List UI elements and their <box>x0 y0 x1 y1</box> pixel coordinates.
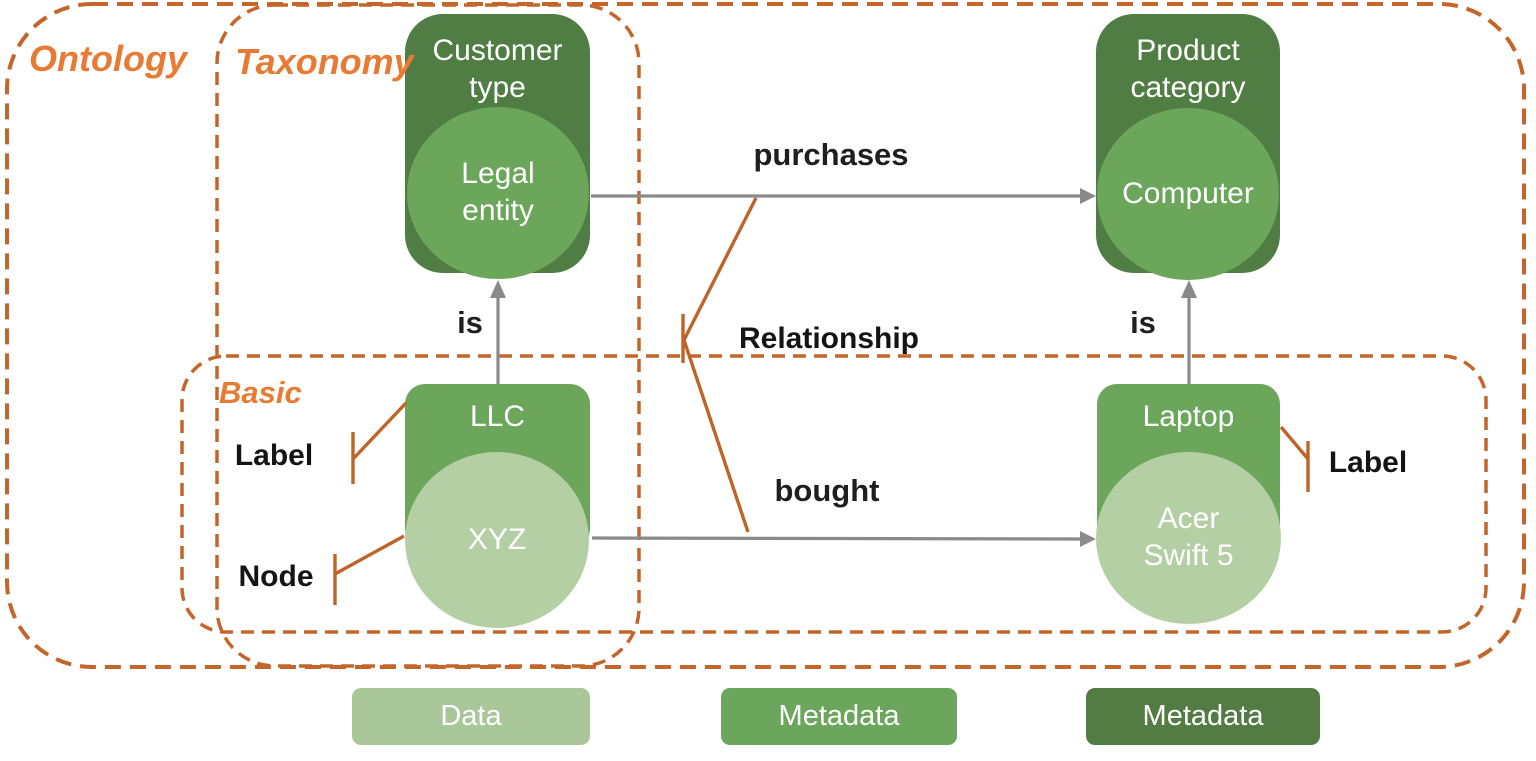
node-xyz: XYZ <box>405 452 589 628</box>
ontology-region-label: Ontology <box>29 38 187 79</box>
is-left-edge-label: is <box>457 305 483 340</box>
label-annotation-left: Label <box>234 439 314 472</box>
legend-data-label: Data <box>440 700 502 732</box>
node-acer-swift-5-label: Acer Swift 5 <box>1143 502 1234 572</box>
node-product-category-label: Product category <box>1130 34 1246 104</box>
legend-metadata-dark-label: Metadata <box>1142 700 1264 732</box>
node-computer-label: Computer <box>1122 176 1254 210</box>
relationship-annotation-label: Relationship <box>738 322 920 355</box>
taxonomy-region-label: Taxonomy <box>235 41 414 82</box>
legend-data-swatch: Data <box>352 688 590 745</box>
node-computer: Computer <box>1097 108 1279 280</box>
node-pointer <box>333 534 405 605</box>
node-legal-entity: Legal entity <box>407 107 589 279</box>
label-annotation-right: Label <box>1328 446 1408 479</box>
node-legal-entity-label: Legal entity <box>461 157 535 227</box>
basic-region-label: Basic <box>219 375 302 410</box>
legend-metadata-mid-label: Metadata <box>778 700 900 732</box>
node-customer-type-label: Customer type <box>432 34 563 104</box>
purchases-edge-label: purchases <box>753 137 909 172</box>
node-acer-swift-5: Acer Swift 5 <box>1096 452 1281 624</box>
legend-metadata-dark-swatch: Metadata <box>1086 688 1320 745</box>
label-right-pointer <box>1279 425 1310 492</box>
node-laptop-label: Laptop <box>1142 400 1235 433</box>
bought-edge-label: bought <box>774 473 880 508</box>
purchases-arrow <box>591 188 1096 204</box>
is-right-edge-label: is <box>1130 305 1156 340</box>
is-right-arrow <box>1181 280 1197 384</box>
label-left-pointer <box>351 401 408 484</box>
is-left-arrow <box>490 280 506 384</box>
bought-arrow <box>591 531 1096 547</box>
node-xyz-label: XYZ <box>467 522 527 556</box>
node-llc-label: LLC <box>469 400 526 433</box>
legend-metadata-mid-swatch: Metadata <box>721 688 957 745</box>
node-annotation-label: Node <box>238 560 314 593</box>
relationship-pointer <box>681 197 758 533</box>
